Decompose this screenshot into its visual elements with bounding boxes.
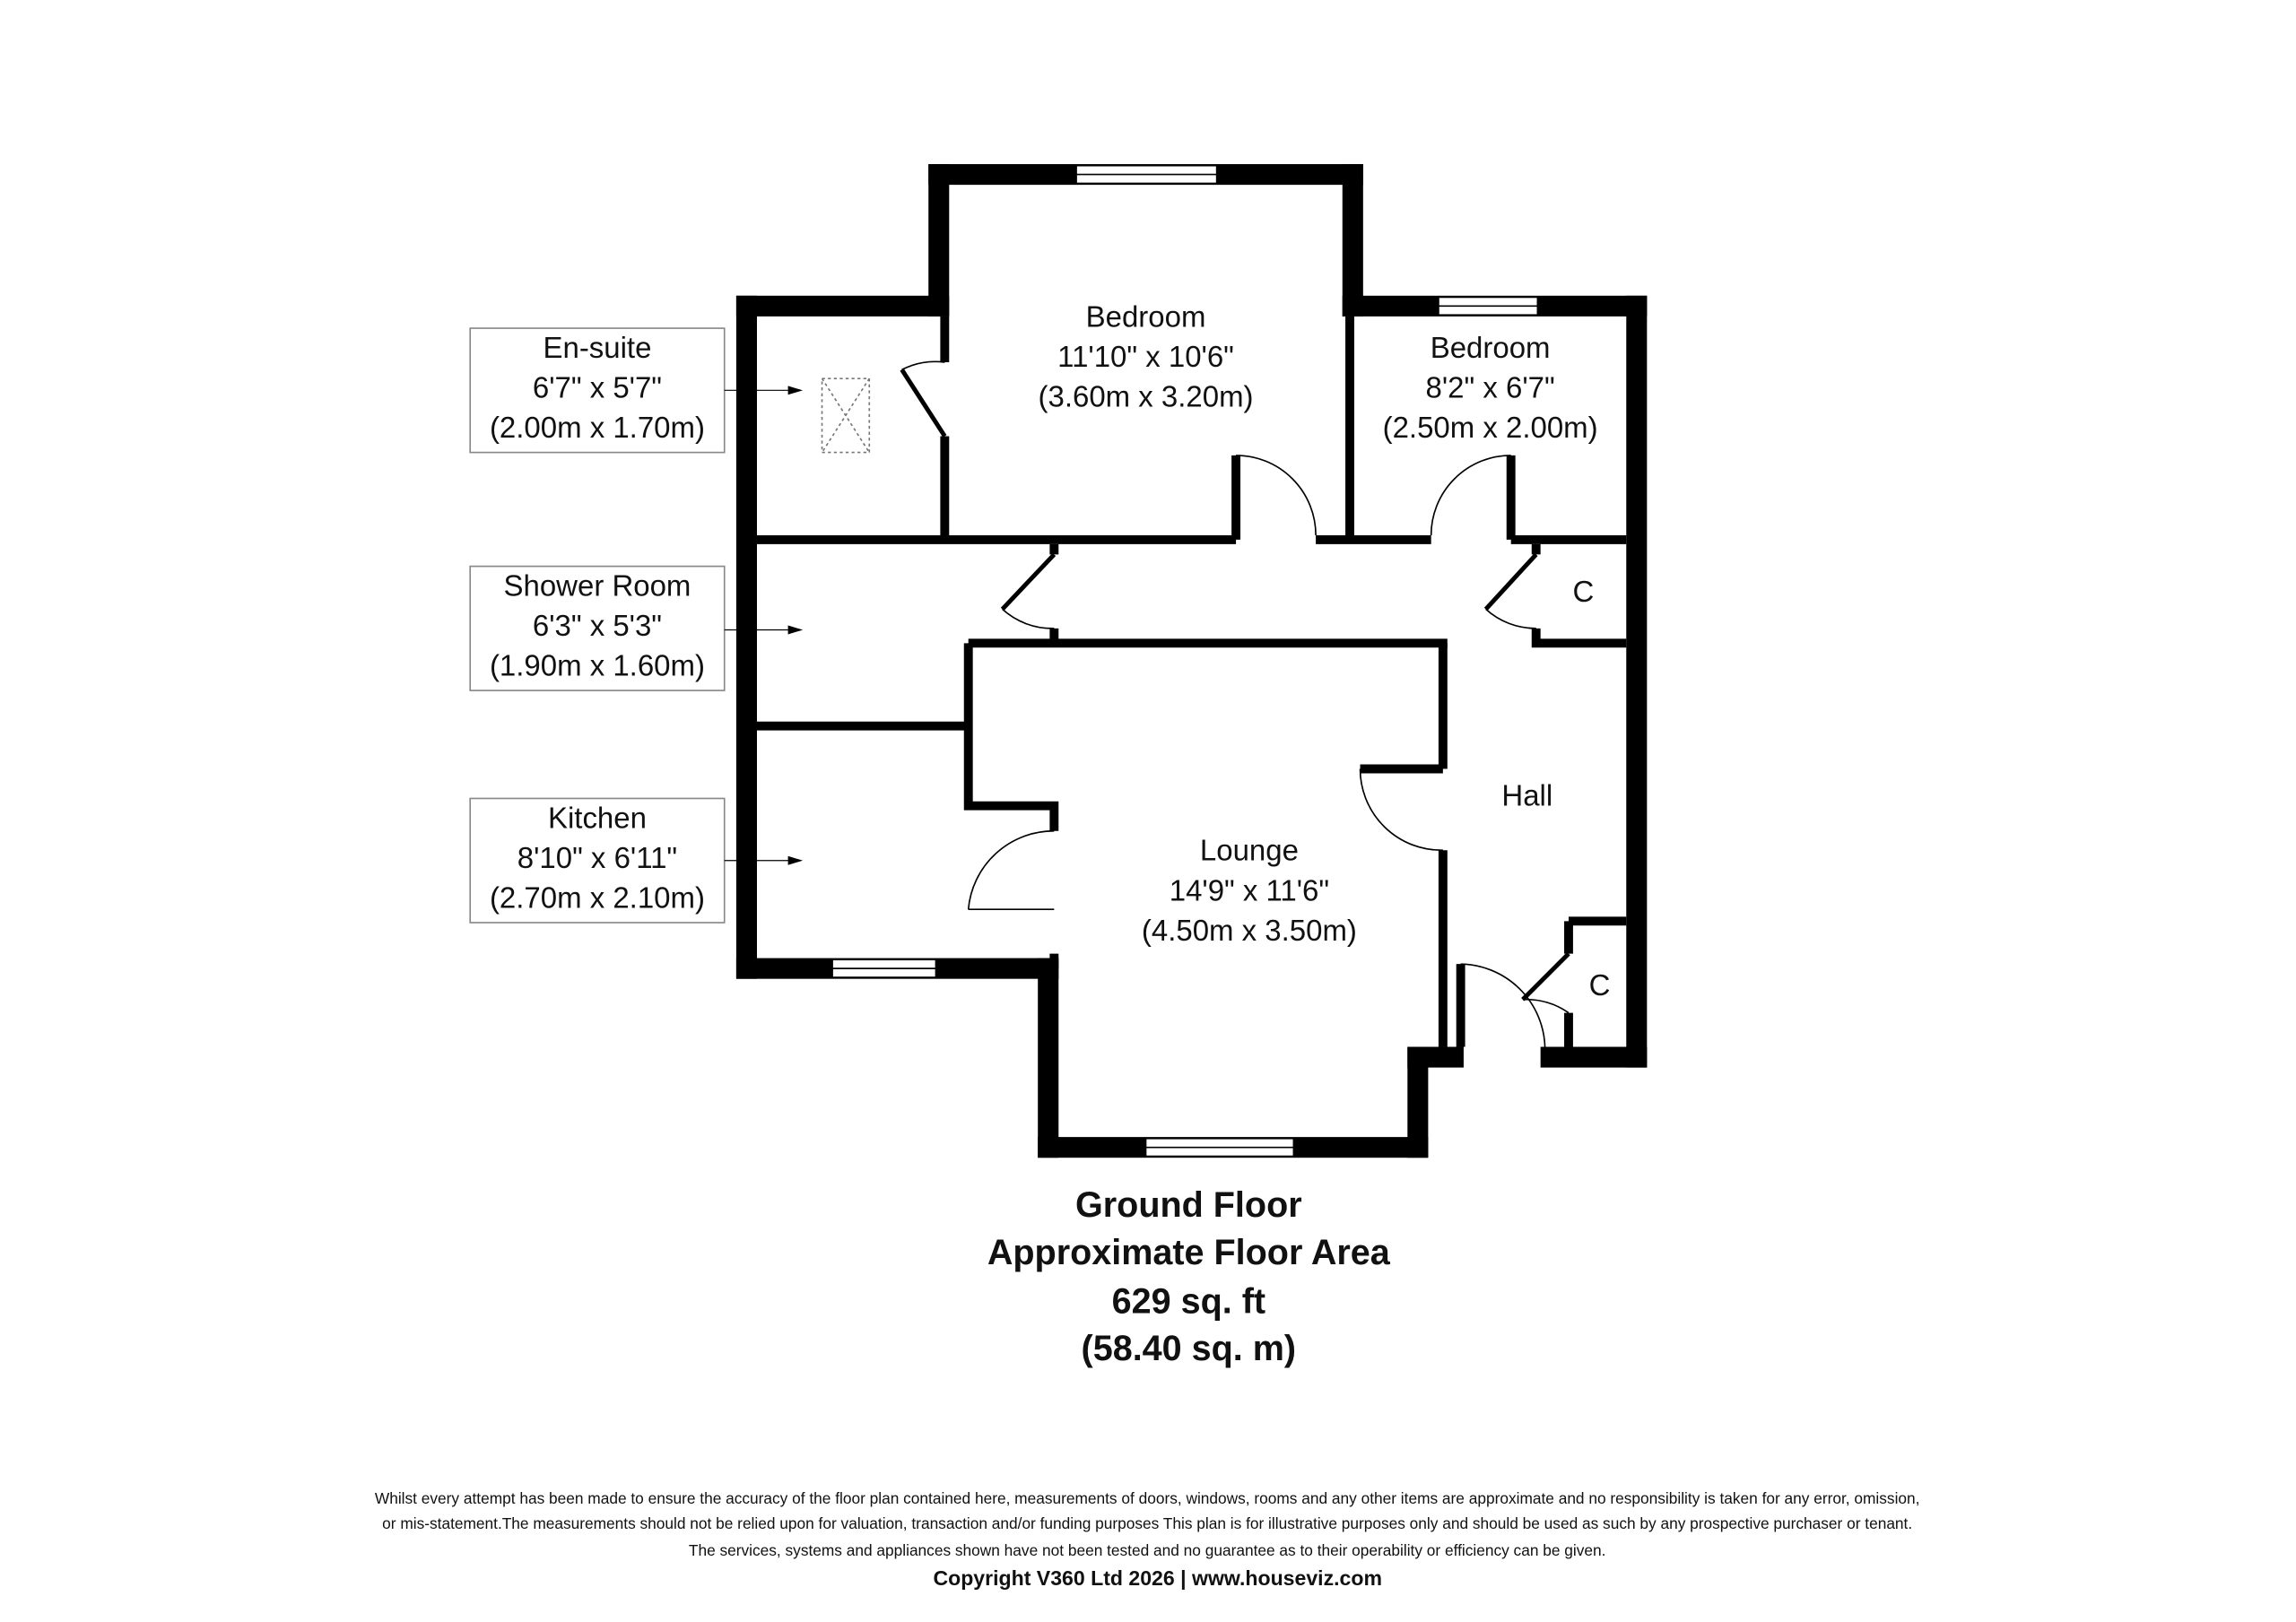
doors [900,360,1570,1047]
svg-text:Bedroom: Bedroom [1086,299,1206,333]
svg-text:Ground Floor: Ground Floor [1075,1185,1302,1225]
room-label-bedroom2: Bedroom 8'2" x 6'7" (2.50m x 2.00m) [1383,331,1598,444]
svg-text:6'7" x 5'7": 6'7" x 5'7" [533,371,662,404]
svg-text:(1.90m x 1.60m): (1.90m x 1.60m) [490,649,705,682]
svg-text:Bedroom: Bedroom [1431,331,1551,364]
arrow-icon [787,386,804,395]
svg-text:(4.50m x 3.50m): (4.50m x 3.50m) [1142,914,1357,947]
callout-shower-room: Shower Room 6'3" x 5'3" (1.90m x 1.60m) [469,565,804,691]
skylight-icon [821,377,871,454]
svg-text:6'3" x 5'3": 6'3" x 5'3" [533,609,662,642]
svg-text:629 sq. ft: 629 sq. ft [1112,1281,1265,1321]
svg-text:(3.60m x 3.20m): (3.60m x 3.20m) [1039,379,1254,412]
svg-text:The services, systems and appl: The services, systems and appliances sho… [689,1541,1606,1559]
arrow-icon [787,855,804,865]
callout-kitchen: Kitchen 8'10" x 6'11" (2.70m x 2.10m) [469,797,804,924]
svg-text:Kitchen: Kitchen [548,801,647,834]
internal-walls [756,316,1627,1047]
svg-text:or mis-statement.The measureme: or mis-statement.The measurements should… [382,1514,1912,1532]
room-label-lounge: Lounge 14'9" x 11'6" (4.50m x 3.50m) [1142,834,1357,947]
svg-text:(2.50m x 2.00m): (2.50m x 2.00m) [1383,411,1598,444]
svg-text:Lounge: Lounge [1200,834,1299,867]
svg-text:(58.40 sq. m): (58.40 sq. m) [1082,1329,1297,1368]
room-label-hall: Hall [1501,779,1552,812]
svg-text:En-suite: En-suite [543,331,651,364]
svg-text:(2.70m x 2.10m): (2.70m x 2.10m) [490,881,705,915]
room-label-bedroom1: Bedroom 11'10" x 10'6" (3.60m x 3.20m) [1039,299,1254,412]
svg-text:11'10" x 10'6": 11'10" x 10'6" [1057,340,1234,373]
copyright: Copyright V360 Ltd 2026 | www.houseviz.c… [933,1566,1382,1590]
room-label-cupboard1: C [1573,575,1595,608]
room-label-cupboard2: C [1589,968,1611,1002]
arrow-icon [787,625,804,635]
external-walls [735,164,1648,1158]
svg-text:Shower Room: Shower Room [504,569,691,603]
svg-text:8'2" x 6'7": 8'2" x 6'7" [1426,371,1555,404]
svg-text:14'9" x 11'6": 14'9" x 11'6" [1170,873,1329,906]
callout-ensuite: En-suite 6'7" x 5'7" (2.00m x 1.70m) [469,327,804,454]
windows [831,164,1539,1158]
disclaimer: Whilst every attempt has been made to en… [375,1489,1920,1590]
svg-text:Whilst every attempt has been: Whilst every attempt has been made to en… [375,1489,1920,1507]
svg-text:8'10" x 6'11": 8'10" x 6'11" [517,841,677,874]
svg-text:(2.00m x 1.70m): (2.00m x 1.70m) [490,411,705,444]
floor-summary: Ground Floor Approximate Floor Area 629 … [987,1185,1391,1368]
svg-text:Approximate Floor Area: Approximate Floor Area [987,1233,1391,1272]
